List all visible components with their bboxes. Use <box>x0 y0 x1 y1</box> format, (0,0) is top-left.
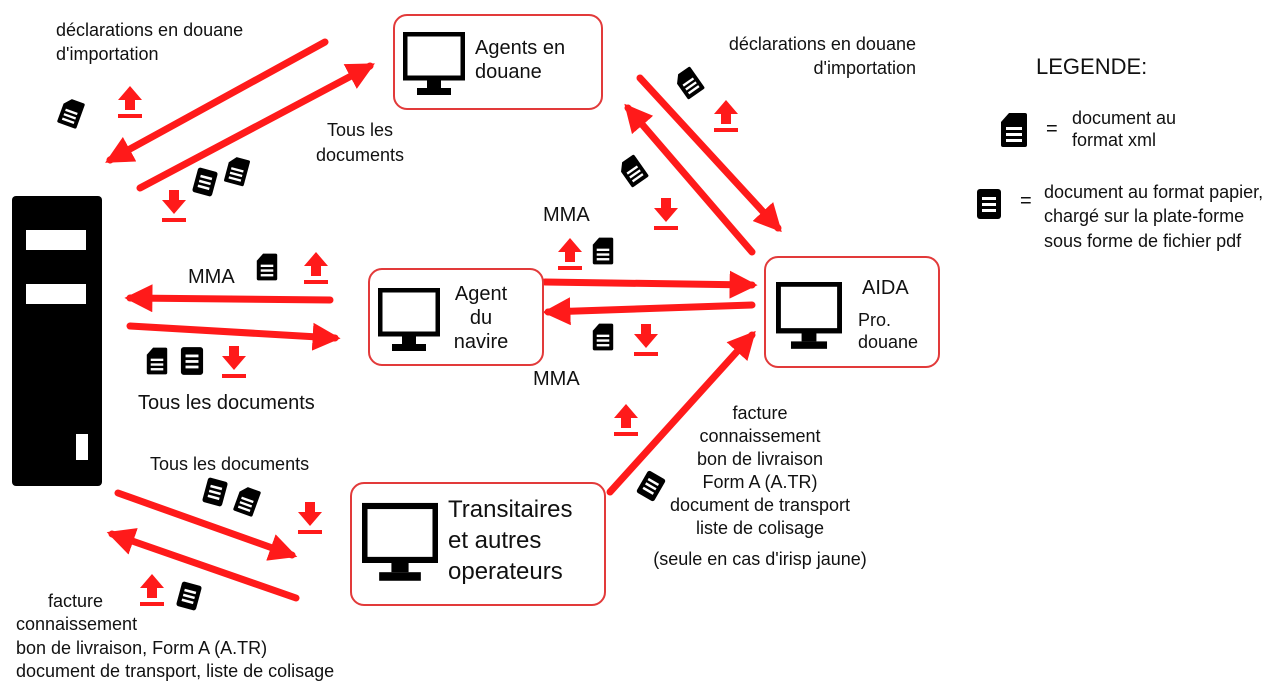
label-tous-documents-agents: Tous les documents <box>315 120 405 166</box>
label-transit-aida-docs: facture connaissement bon de livraison F… <box>653 403 867 570</box>
label-declarations-left: déclarations en douane d'importation <box>56 20 244 65</box>
upload-arrow-icon <box>140 574 164 606</box>
label-mma-top: MMA <box>543 204 590 226</box>
upload-arrow-icon <box>714 100 738 132</box>
node-label-transitaires: Transitaires et autres operateurs <box>448 496 573 586</box>
arrow-navire-to-server <box>124 284 334 313</box>
xml-document-icon <box>592 237 614 265</box>
legend-paper-text: document au format papier, chargé sur la… <box>1044 182 1264 251</box>
arrow-agents-to-aida <box>636 74 782 233</box>
xml-document-icon <box>592 323 614 351</box>
arrow-navire-to-aida <box>541 270 758 299</box>
arrow-server-to-navire <box>126 322 341 351</box>
arrow-server-to-transit <box>114 489 298 561</box>
monitor-icon <box>362 502 438 581</box>
paper-document-icon <box>176 581 202 611</box>
paper-document-icon <box>636 470 666 502</box>
node-agent-du-navire: Agent du navire <box>368 268 544 366</box>
legend-xml-eq: = <box>1046 118 1058 140</box>
xml-document-icon <box>57 99 85 129</box>
monitor-icon <box>403 32 465 95</box>
xml-document-icon <box>224 157 250 187</box>
server-icon <box>12 196 102 486</box>
paper-document-icon <box>202 477 228 507</box>
xml-document-icon <box>621 154 649 188</box>
xml-document-icon <box>146 347 168 375</box>
arrow-server-to-agents <box>136 62 375 192</box>
download-arrow-icon <box>162 190 186 222</box>
upload-arrow-icon <box>118 86 142 118</box>
monitor-icon <box>776 282 842 349</box>
node-label-agents: Agents en douane <box>475 37 566 83</box>
label-tous-documents-transit: Tous les documents <box>150 454 310 474</box>
node-transitaires: Transitaires et autres operateurs <box>350 482 606 606</box>
label-mma-left: MMA <box>188 266 235 288</box>
upload-arrow-icon <box>304 252 328 284</box>
legend-title: LEGENDE: <box>1036 54 1148 79</box>
download-arrow-icon <box>634 324 658 356</box>
label-declarations-right: déclarations en douane d'importation <box>728 34 916 79</box>
legend-xml-text: document au format xml <box>1072 108 1177 150</box>
arrow-transit-to-aida <box>606 330 756 496</box>
node-label-navire: Agent du navire <box>453 283 509 353</box>
label-transit-server-docs: facture connaissement bon de livraison, … <box>16 591 335 682</box>
arrow-aida-to-navire <box>542 297 756 326</box>
monitor-icon <box>378 288 440 351</box>
node-label-aida-title: AIDA <box>862 277 909 299</box>
download-arrow-icon <box>298 502 322 534</box>
download-arrow-icon <box>654 198 678 230</box>
node-aida: AIDA Pro. douane <box>764 256 940 368</box>
node-label-aida-subtitle: Pro. douane <box>858 310 919 352</box>
paper-document-icon <box>977 189 1001 219</box>
arrow-agents-to-server <box>105 38 329 164</box>
upload-arrow-icon <box>558 238 582 270</box>
paper-document-icon <box>192 167 218 197</box>
label-tous-documents-navire: Tous les documents <box>138 392 315 414</box>
xml-document-icon <box>233 487 261 517</box>
xml-document-icon <box>677 66 705 100</box>
arrow-transit-to-server <box>106 528 300 602</box>
upload-arrow-icon <box>614 404 638 436</box>
legend-paper-eq: = <box>1020 190 1032 212</box>
label-mma-bottom: MMA <box>533 368 580 390</box>
download-arrow-icon <box>222 346 246 378</box>
xml-document-icon <box>1001 113 1027 147</box>
node-agents-en-douane: Agents en douane <box>393 14 603 110</box>
xml-document-icon <box>256 253 278 281</box>
arrow-aida-to-agents <box>624 103 756 256</box>
paper-document-icon <box>180 347 204 375</box>
